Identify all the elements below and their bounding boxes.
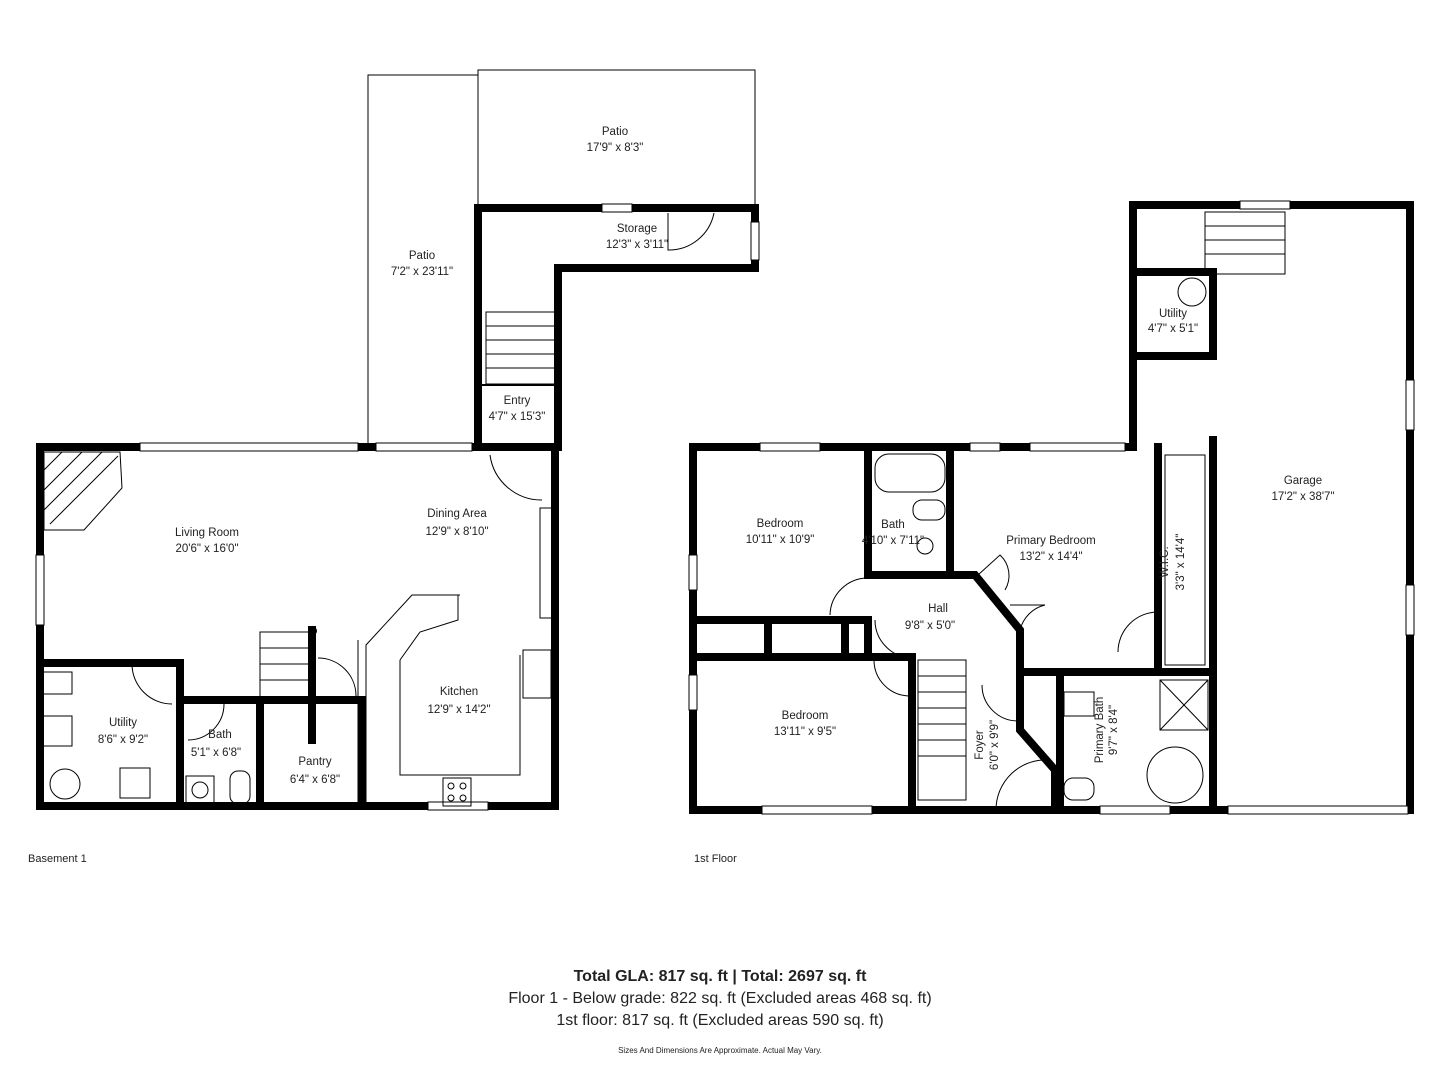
room-name: Patio [409,250,435,262]
room-name: Living Room [175,527,239,539]
window [688,554,698,591]
stairs [917,211,1286,801]
sliding-door [375,442,473,452]
room-name: Bedroom [757,518,804,530]
room-name: Kitchen [440,686,478,698]
room-dims: 5'1" x 6'8" [191,747,241,759]
wall [176,696,366,810]
room-name: Bedroom [782,710,829,722]
kitchen-counter [131,454,555,807]
total-area: Total GLA: 817 sq. ft | Total: 2697 sq. … [573,968,867,985]
window [761,805,873,815]
room-dims: 7'2" x 23'11" [391,266,453,278]
room-name: W.I.C. [1159,546,1171,577]
floor-label-basement: Basement 1 [28,853,87,865]
room-dims: 10'11" x 10'9" [746,534,815,546]
fixtures [829,453,1209,811]
room-dims: 3'3" x 14'4" [1175,534,1187,591]
window [1405,379,1415,431]
wall [1129,268,1217,360]
window [750,221,760,261]
window [688,674,698,711]
room-dims: 17'9" x 8'3" [587,142,644,154]
stairs [259,311,557,701]
room-name: Primary Bedroom [1006,535,1095,547]
room-name: Primary Bath [1094,697,1106,763]
patio-outline [477,69,756,205]
basement-plan [35,69,760,811]
room-labels: Patio 17'9" x 8'3" Patio 7'2" x 23'11" S… [98,126,1335,786]
room-name: Utility [109,717,137,729]
room-dims: 9'7" x 8'4" [1108,705,1120,755]
wall [36,659,184,810]
room-dims: 6'0" x 9'9" [989,720,1001,770]
post [309,627,317,635]
room-dims: 12'9" x 14'2" [427,704,490,716]
room-dims: 12'3" x 3'11" [606,239,668,251]
window [1099,805,1171,815]
wall [36,443,559,810]
room-name: Foyer [974,730,986,760]
room-name: Dining Area [427,508,487,520]
room-name: Pantry [298,756,331,768]
room-name: Hall [928,603,948,615]
room-dims: 12'9" x 8'10" [425,526,488,538]
room-name: Patio [602,126,628,138]
floor-label-first: 1st Floor [694,853,737,865]
room-name: Garage [1284,475,1322,487]
sliding-door [1029,442,1126,452]
window [139,442,359,452]
wall [1154,436,1217,814]
room-name: Utility [1159,308,1187,320]
room-name: Bath [208,729,232,741]
wall [864,443,1164,676]
wall [1016,668,1059,814]
garage-door [1227,805,1409,815]
floor2-area: 1st floor: 817 sq. ft (Excluded areas 59… [556,1012,884,1029]
room-dims: 4'7" x 15'3" [489,411,546,423]
room-name: Bath [881,519,905,531]
room-dims: 13'11" x 9'5" [774,726,836,738]
fireplace [43,451,123,531]
room-dims: 6'4" x 6'8" [290,774,340,786]
floor1-area: Floor 1 - Below grade: 822 sq. ft (Exclu… [508,990,932,1007]
window [1405,584,1415,636]
window [601,203,633,213]
room-dims: 4'7" x 5'1" [1148,323,1198,335]
fixtures [41,212,715,805]
window [759,442,821,452]
window [969,442,1001,452]
room-dims: 8'6" x 9'2" [98,734,148,746]
room-dims: 17'2" x 38'7" [1271,491,1334,503]
room-dims: 9'8" x 5'0" [905,620,955,632]
window [1239,200,1291,210]
room-dims: 20'6" x 16'0" [175,543,238,555]
room-name: Storage [617,223,657,235]
room-dims: 13'2" x 14'4" [1019,551,1082,563]
first-floor-plan [688,200,1415,815]
disclaimer: Sizes And Dimensions Are Approximate. Ac… [618,1046,822,1055]
room-dims: 4'10" x 7'11" [862,535,924,547]
wall [689,616,916,661]
window [35,554,45,626]
room-name: Entry [504,395,531,407]
